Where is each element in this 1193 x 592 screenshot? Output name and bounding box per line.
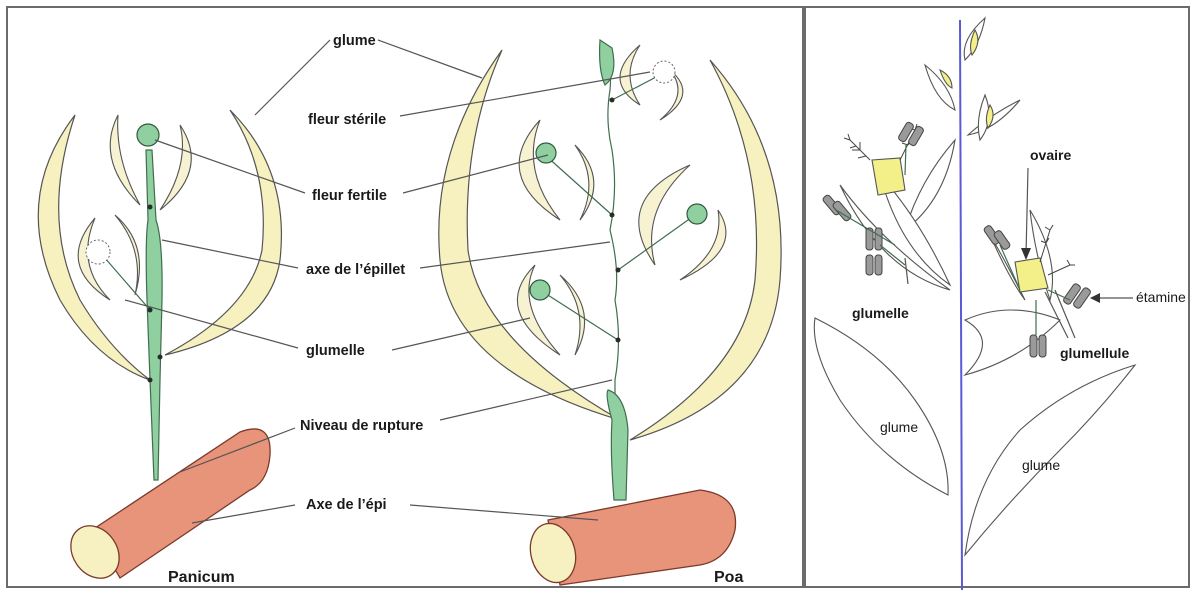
label-ovaire: ovaire: [1030, 147, 1071, 163]
label-glume: glume: [333, 33, 376, 49]
label-glume-right-left: glume: [880, 419, 918, 435]
label-etamine: étamine: [1136, 289, 1186, 305]
poa-fertile-floret-1: [536, 143, 556, 163]
label-axe-epillet: axe de l’épillet: [306, 262, 405, 278]
label-axe-epi: Axe de l’épi: [306, 497, 387, 513]
label-glumelle-right: glumelle: [852, 305, 909, 321]
label-glume-right-right: glume: [1022, 457, 1060, 473]
poa-fertile-floret-3: [530, 280, 550, 300]
caption-panicum: Panicum: [168, 569, 235, 586]
label-fleur-sterile: fleur stérile: [308, 112, 386, 128]
panicum-fertile-floret: [137, 124, 159, 146]
caption-poa: Poa: [714, 569, 743, 586]
poa-sterile-floret: [653, 61, 675, 83]
label-niveau-rupture: Niveau de rupture: [300, 418, 423, 434]
label-fleur-fertile: fleur fertile: [312, 188, 387, 204]
panicum-sterile-floret: [86, 240, 110, 264]
label-glumellule: glumellule: [1060, 345, 1129, 361]
poa-fertile-floret-2: [687, 204, 707, 224]
label-glumelle: glumelle: [306, 343, 365, 359]
